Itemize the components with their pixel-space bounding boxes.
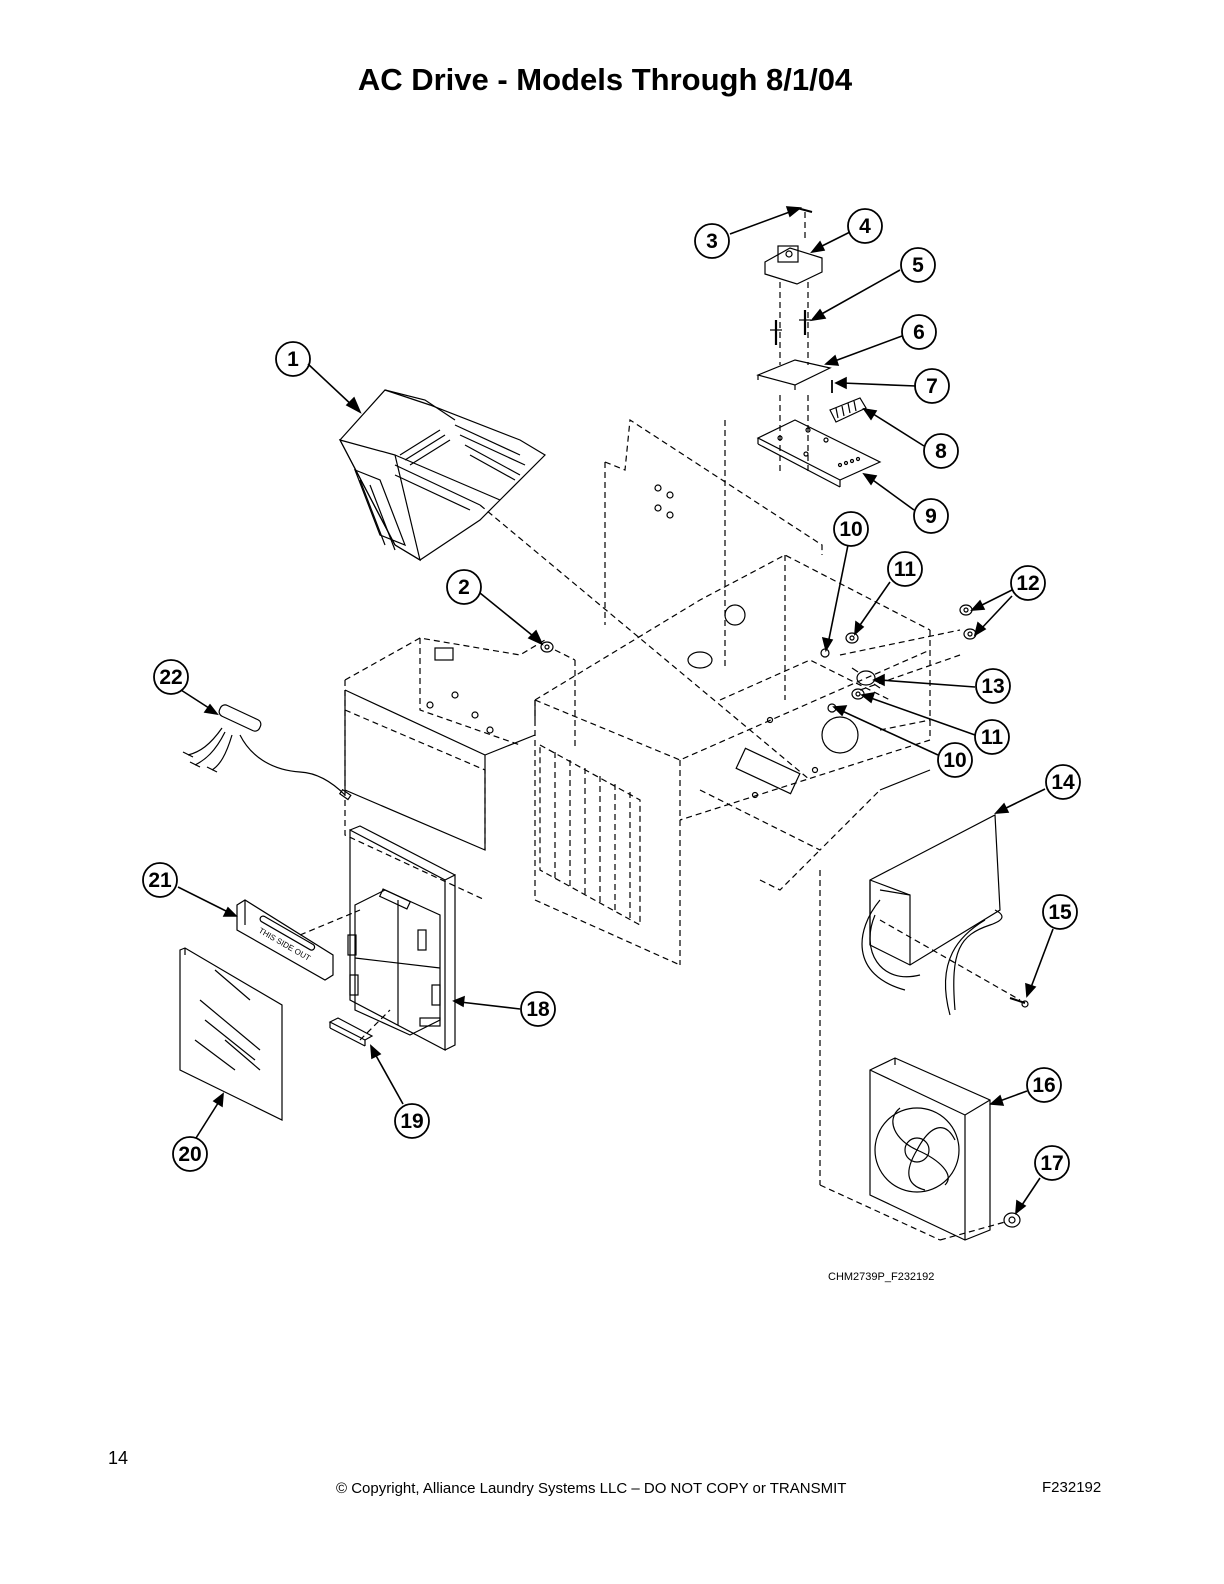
callout-number: 1 [287, 348, 299, 371]
callout-18 [520, 991, 556, 1027]
callout-10a [833, 511, 869, 547]
callout-number: 12 [1016, 572, 1039, 595]
callout-6 [901, 314, 937, 350]
callout-13 [975, 668, 1011, 704]
part-13-thermostat [851, 667, 881, 689]
part-17-grommet [1003, 1212, 1021, 1228]
callout-number: 10 [943, 749, 966, 772]
document-id: F232192 [1042, 1479, 1102, 1496]
callout-number: 14 [1051, 771, 1075, 794]
callout-number: 11 [894, 558, 917, 581]
leader-lines [177, 206, 1054, 1215]
part-1-ac-drive-module [338, 389, 546, 562]
part-19-strip [328, 1017, 374, 1047]
part-9-control-board [756, 419, 882, 488]
page-title: AC Drive - Models Through 8/1/04 [357, 62, 853, 97]
callout-2 [446, 569, 482, 605]
part-16-fan [869, 1057, 991, 1241]
callout-number: 16 [1032, 1074, 1055, 1097]
callout-number: 11 [981, 726, 1004, 749]
callout-number: 6 [913, 321, 925, 344]
callout-1 [275, 341, 311, 377]
copyright-notice: © Copyright, Alliance Laundry Systems LL… [336, 1480, 847, 1497]
heatsink-grid [539, 743, 641, 927]
part-21-label-plate [236, 899, 334, 981]
callout-number: 21 [148, 869, 172, 892]
page-number: 14 [108, 1448, 129, 1468]
callout-11b [974, 719, 1010, 755]
drive-housing [299, 212, 1021, 1241]
callout-7 [914, 368, 950, 404]
callout-4 [847, 208, 883, 244]
callout-number: 5 [912, 254, 924, 277]
part-10-screws [820, 648, 837, 713]
callout-12 [1010, 565, 1046, 601]
callout-number: 18 [526, 998, 550, 1021]
callout-10b [937, 742, 973, 778]
callout-number: 2 [458, 576, 470, 599]
part-2-grommet [540, 641, 554, 653]
part-14-filter-box [861, 814, 1003, 1016]
part-20-filter-pad [179, 947, 283, 1121]
callout-number: 13 [981, 675, 1004, 698]
callout-number: 7 [926, 375, 938, 398]
housing-solid-edges [344, 484, 931, 851]
drawing-code: CHM2739P_F232192 [828, 1271, 935, 1283]
callout-number: 22 [159, 666, 182, 689]
callout-3 [694, 223, 730, 259]
callout-17 [1034, 1145, 1070, 1181]
callout-20 [172, 1136, 208, 1172]
part-8-connector [829, 397, 867, 423]
callout-15 [1042, 894, 1078, 930]
callout-22 [153, 659, 189, 695]
callout-9 [913, 498, 949, 534]
callout-11a [887, 551, 923, 587]
callout-5 [900, 247, 936, 283]
part-15-screw [1009, 997, 1029, 1008]
callout-number: 19 [400, 1110, 423, 1133]
callout-number: 10 [839, 518, 862, 541]
callout-number: 15 [1048, 901, 1072, 924]
callout-bubbles [142, 208, 1081, 1181]
callout-number: 8 [935, 440, 947, 463]
callout-number: 20 [178, 1143, 201, 1166]
callout-19 [394, 1103, 430, 1139]
part-22-wire-harness [182, 704, 352, 801]
part-5-standoffs [770, 310, 811, 345]
callout-8 [923, 433, 959, 469]
part-4-relay [764, 245, 823, 285]
callout-number: 4 [859, 215, 871, 238]
callout-number: 17 [1040, 1152, 1063, 1175]
callout-21 [142, 862, 178, 898]
callout-number: 9 [925, 505, 937, 528]
callout-14 [1045, 764, 1081, 800]
part-6-board [756, 359, 832, 390]
callout-number: 3 [706, 230, 718, 253]
callout-numbers: 1 2 3 4 5 6 7 8 9 10 11 12 13 11 10 14 1… [148, 215, 1075, 1175]
callout-16 [1026, 1067, 1062, 1103]
part-18-bracket [347, 825, 456, 1051]
